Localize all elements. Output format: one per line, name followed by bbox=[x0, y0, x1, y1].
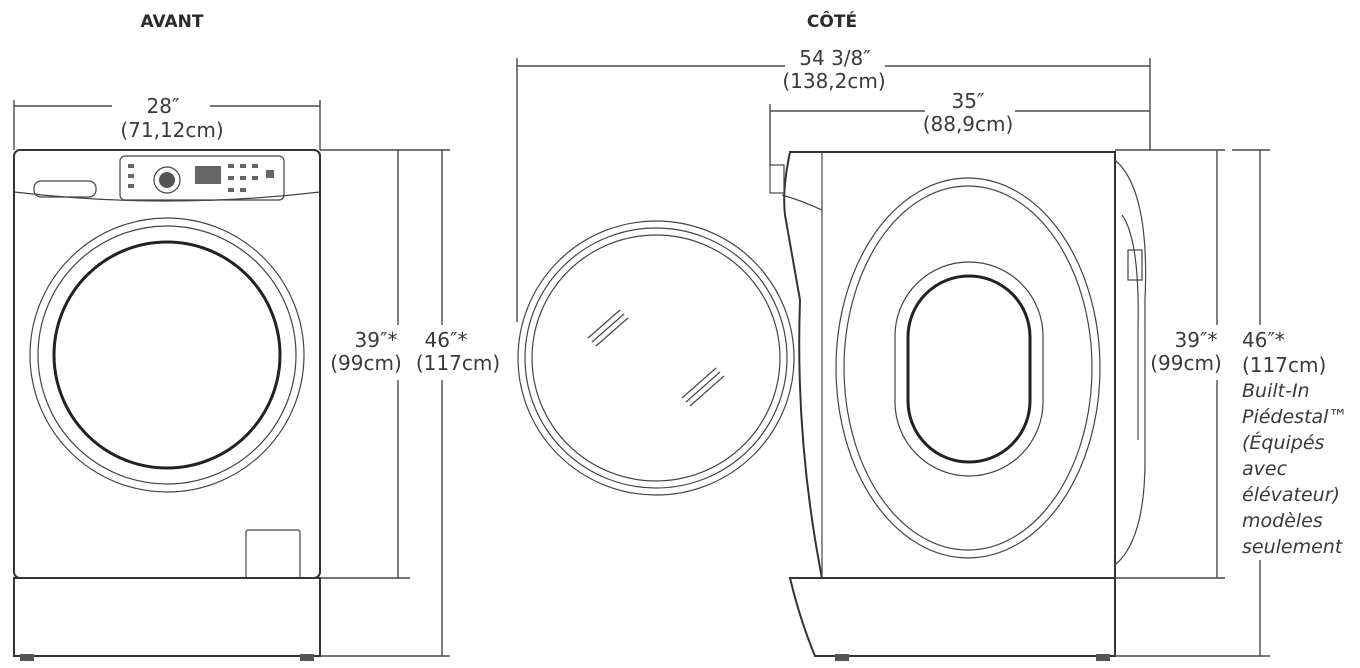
front-pedestal bbox=[13, 577, 321, 657]
side-foot-right bbox=[1096, 654, 1110, 661]
front-cabinet-height-cm: (99cm) bbox=[330, 351, 402, 375]
washer-side-illustration bbox=[769, 151, 1147, 661]
side-depth-cm: (88,9cm) bbox=[923, 112, 1014, 136]
front-width-cm: (71,12cm) bbox=[120, 118, 223, 142]
side-depth-door-open-dimension: 54 3/8″ (138,2cm) bbox=[516, 46, 1151, 322]
pedestal-note-line-3: (Équipés bbox=[1242, 431, 1325, 454]
hose-connector bbox=[1127, 249, 1143, 281]
pedestal-note-line-2: Piédestal™ bbox=[1242, 406, 1347, 428]
front-total-height-cm: (117cm) bbox=[416, 351, 500, 375]
side-foot-left bbox=[835, 654, 849, 661]
side-depth-dimension: 35″ (88,9cm) bbox=[769, 89, 1150, 165]
front-width-dimension: 28″ (71,12cm) bbox=[13, 94, 321, 150]
side-door-ring-outer bbox=[835, 177, 1101, 559]
side-depth-inches: 35″ bbox=[952, 89, 985, 113]
side-window-outer bbox=[894, 261, 1044, 477]
side-total-height-inches: 46″* bbox=[1242, 328, 1285, 352]
control-panel bbox=[119, 155, 285, 201]
side-knob bbox=[769, 164, 785, 194]
side-window-inner bbox=[906, 274, 1032, 464]
door-glass bbox=[52, 240, 282, 470]
side-cabinet-height-inches: 39″* bbox=[1175, 328, 1218, 352]
front-total-height-inches: 46″* bbox=[425, 328, 468, 352]
front-cabinet-height-inches: 39″* bbox=[355, 328, 398, 352]
side-depth-open-cm: (138,2cm) bbox=[782, 69, 885, 93]
pedestal-note-line-6: modèles bbox=[1242, 510, 1323, 532]
side-view-heading: CÔTÉ bbox=[807, 10, 857, 32]
front-foot-right bbox=[300, 654, 314, 661]
side-cabinet-height-cm: (99cm) bbox=[1150, 351, 1222, 375]
pedestal-note-line-5: élévateur) bbox=[1242, 484, 1340, 506]
side-total-height-cm: (117cm) bbox=[1242, 353, 1326, 377]
display-icon bbox=[195, 166, 221, 184]
cycle-knob-icon bbox=[153, 166, 181, 194]
front-height-dimensions: 39″* (99cm) 46″* (117cm) bbox=[320, 149, 500, 657]
door-outer-ring bbox=[29, 217, 305, 493]
front-view-heading: AVANT bbox=[141, 12, 204, 32]
open-door-illustration bbox=[517, 220, 795, 496]
pedestal-note-line-4: avec bbox=[1242, 458, 1288, 480]
pedestal-note-line-7: seulement bbox=[1242, 536, 1344, 558]
side-height-dimensions: 39″* (99cm) 46″* (117cm) Built-In Piédes… bbox=[1115, 149, 1347, 657]
front-foot-left bbox=[20, 654, 34, 661]
washer-front-illustration bbox=[13, 149, 321, 661]
side-pedestal bbox=[788, 577, 1116, 657]
dispenser-drawer-handle bbox=[33, 180, 97, 198]
front-width-inches: 28″ bbox=[147, 94, 180, 118]
pedestal-note-line-1: Built-In bbox=[1242, 380, 1310, 402]
side-depth-open-inches: 54 3/8″ bbox=[799, 46, 870, 70]
